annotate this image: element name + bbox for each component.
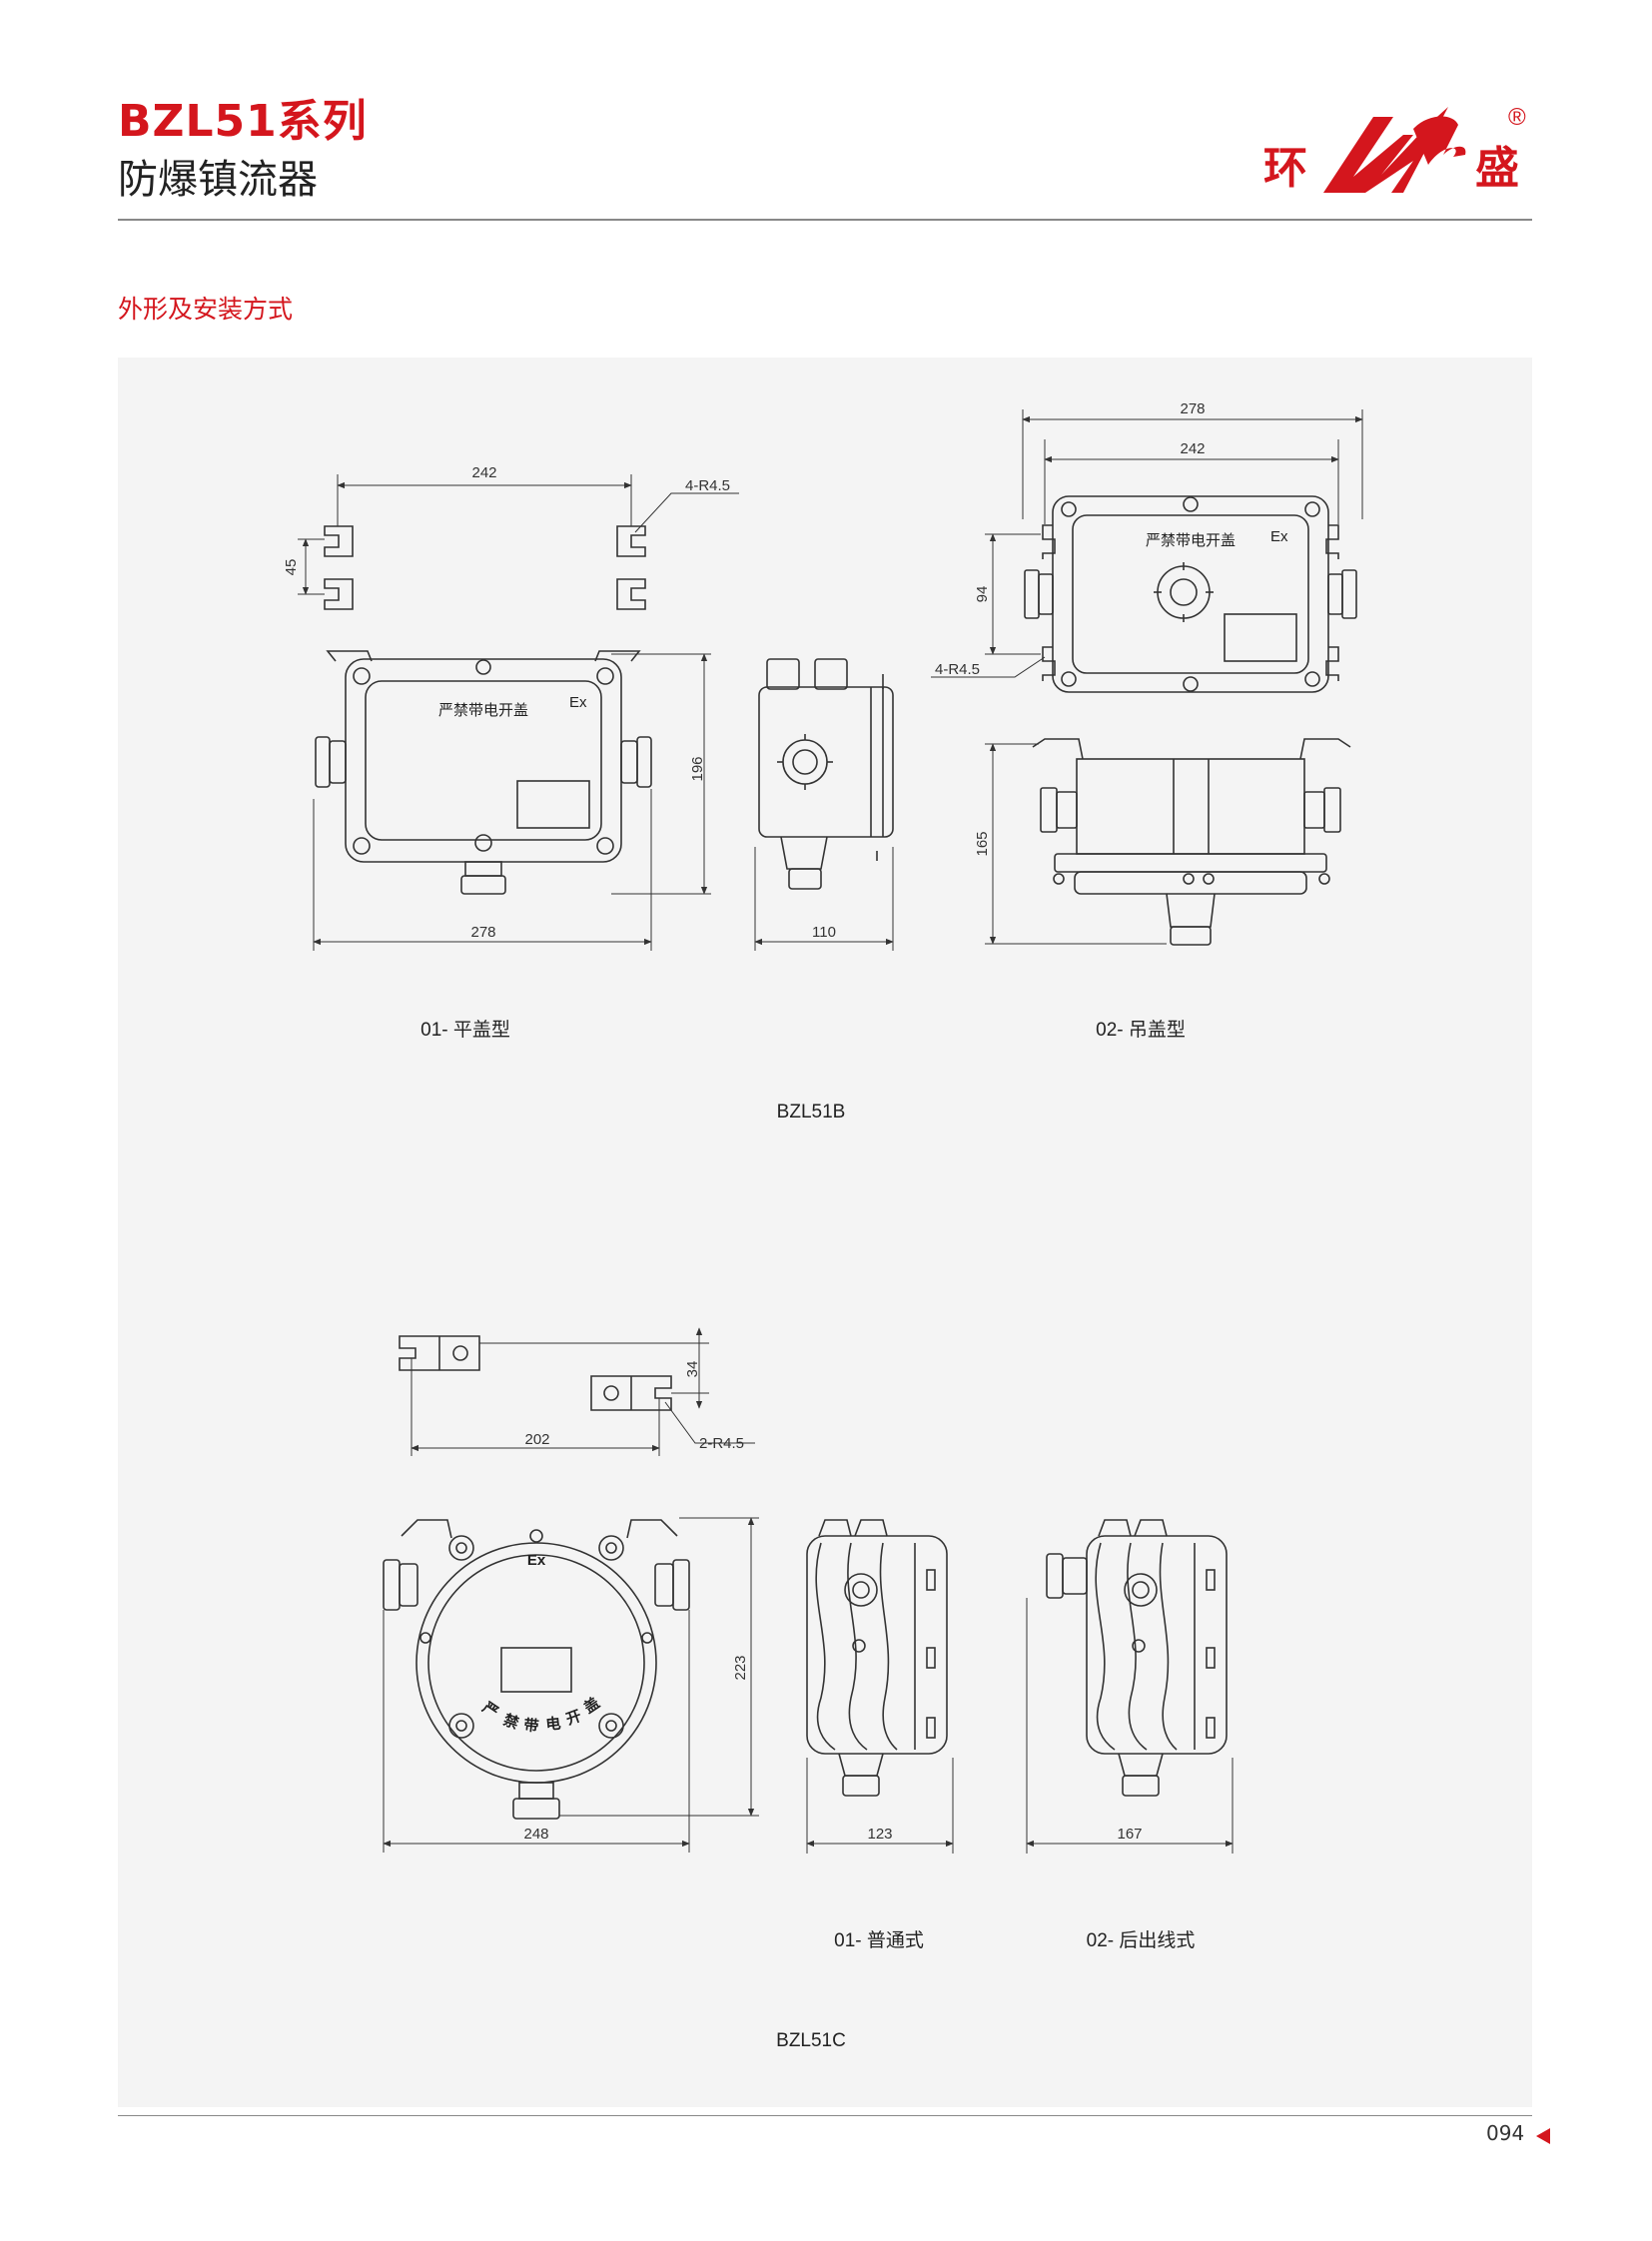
label-c-warning-char-2: 禁 [501,1711,521,1733]
note-b-flat-holes: 4-R4.5 [685,477,730,494]
dim-c-mount-spacing: 202 [524,1431,549,1448]
header-rule [118,219,1532,221]
brand-right-char: 盛 [1475,144,1519,193]
hs-logo-icon [1323,107,1448,193]
page-arrow-icon [1536,2128,1550,2144]
label-c-warning-char-4: 电 [545,1715,562,1734]
dim-c-side-depth-normal: 123 [867,1826,892,1843]
dim-b-flat-mount-height: 45 [283,559,300,576]
dim-b-flat-height: 196 [689,756,706,781]
dim-b-hang-width: 278 [1180,400,1205,417]
caption-c-variant2: 02- 后出线式 [1087,1929,1196,1951]
section-heading: 外形及安装方式 [118,295,294,324]
label-b-hang-ex: Ex [1270,528,1288,545]
footer-rule [118,2115,1532,2116]
label-c-warning-char-3: 带 [523,1717,540,1735]
c-side-view-normal [806,1519,954,1854]
page-number: 094 [1486,2121,1525,2145]
b-flat-side-view [754,658,894,951]
series-title: BZL51系列 [118,96,368,147]
model-label-bzl51b: BZL51B [777,1102,846,1122]
b-hang-top-view [931,409,1363,693]
label-b-hang-warning: 严禁带电开盖 [1146,532,1236,549]
caption-b-variant1: 01- 平盖型 [420,1019,510,1041]
b-flat-front-view [313,650,711,951]
b-flat-mount-slots [298,474,739,610]
model-label-bzl51c: BZL51C [776,2030,846,2051]
dim-b-hang-mount-spacing: 242 [1180,440,1205,457]
product-title: 防爆镇流器 [118,157,318,203]
dim-b-flat-width: 278 [470,924,495,941]
dim-c-front-height: 223 [732,1655,749,1680]
c-front-view [383,1517,759,1853]
c-side-view-rear [1026,1519,1234,1854]
registered-mark: ® [1508,104,1526,131]
caption-c-variant1: 01- 普通式 [834,1929,924,1951]
label-c-warning-char-6: 盖 [580,1694,603,1717]
dim-c-mount-height: 34 [684,1361,701,1378]
label-c-warning-char-5: 开 [564,1708,584,1729]
note-c-holes: 2-R4.5 [699,1435,744,1452]
brand-left-char: 环 [1263,144,1307,193]
label-c-warning-char-1: 严 [478,1699,501,1722]
c-mount-brackets [399,1327,755,1456]
dim-c-side-depth-rear: 167 [1117,1826,1142,1843]
caption-b-variant2: 02- 吊盖型 [1096,1019,1186,1041]
brand-logo: 环 盛 ® [1253,95,1538,210]
dim-b-side-depth: 110 [812,924,836,941]
b-hang-side-view [985,738,1351,946]
hs-logo-swoosh-icon [1413,116,1466,165]
note-b-hang-holes: 4-R4.5 [935,661,980,678]
label-c-ex: Ex [527,1552,546,1569]
dim-b-hang-mount-height: 94 [974,586,991,603]
dim-c-front-width: 248 [523,1826,548,1843]
label-b-flat-ex: Ex [569,694,587,711]
dim-b-flat-mount-spacing: 242 [471,464,496,481]
brand-logo-mark: 环 盛 ® [1263,104,1526,193]
dim-b-hang-height: 165 [974,831,991,856]
label-b-flat-warning: 严禁带电开盖 [438,702,528,719]
